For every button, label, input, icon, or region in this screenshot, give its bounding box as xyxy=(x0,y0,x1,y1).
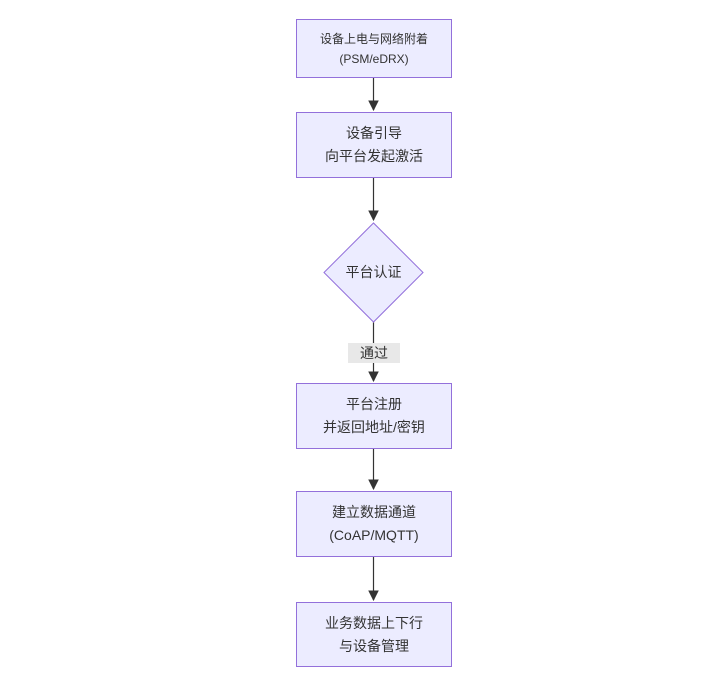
node-data-channel-line1: 建立数据通道 xyxy=(332,504,416,520)
flow-node-bootstrap: 设备引导 向平台发起激活 xyxy=(296,112,452,178)
node-business-line1: 业务数据上下行 xyxy=(325,614,423,631)
node-power-attach-line1: 设备上电与网络附着 xyxy=(319,31,428,46)
node-bootstrap-line1: 设备引导 xyxy=(346,125,402,141)
node-bootstrap-line2: 向平台发起激活 xyxy=(325,148,423,164)
node-business-line2: 与设备管理 xyxy=(339,637,409,654)
flow-node-power-attach: 设备上电与网络附着 (PSM/eDRX) xyxy=(296,19,452,78)
flow-node-business: 业务数据上下行 与设备管理 xyxy=(296,602,452,667)
node-register-line2: 并返回地址/密钥 xyxy=(323,419,425,435)
flow-node-register: 平台注册 并返回地址/密钥 xyxy=(296,383,452,449)
node-data-channel-line2: (CoAP/MQTT) xyxy=(329,527,419,543)
node-power-attach-line2: (PSM/eDRX) xyxy=(339,51,409,66)
edge-label-pass: 通过 xyxy=(348,343,400,363)
node-register-line1: 平台注册 xyxy=(346,396,402,412)
flow-node-data-channel: 建立数据通道 (CoAP/MQTT) xyxy=(296,491,452,557)
flow-node-auth-label: 平台认证 xyxy=(345,264,402,280)
